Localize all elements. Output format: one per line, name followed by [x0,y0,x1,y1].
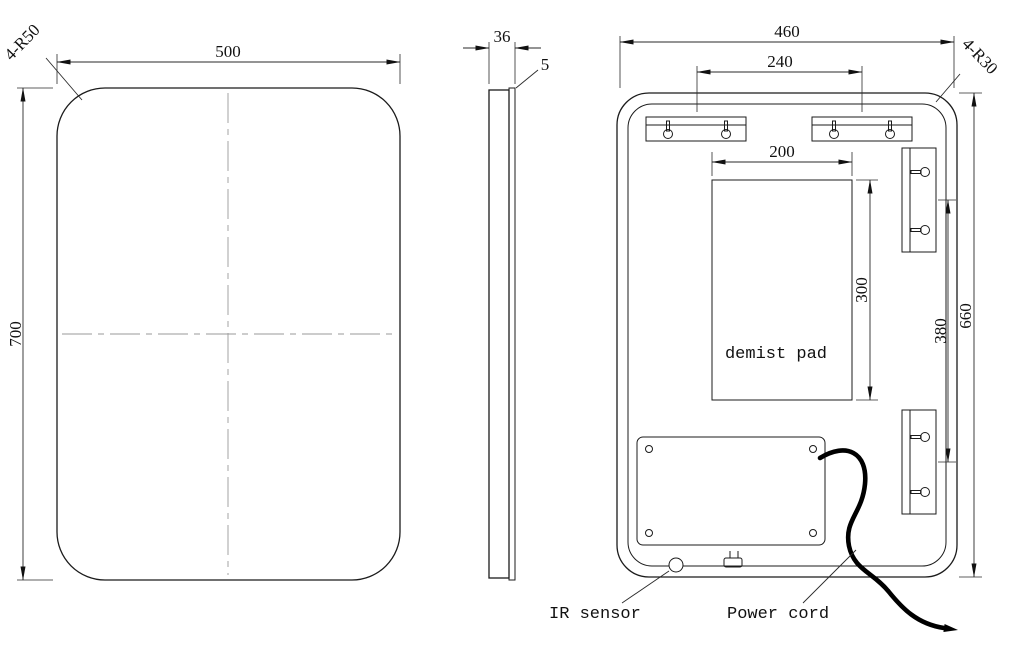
back-corner-radius-callout: 4-R30 [935,34,1002,103]
ir-sensor-label: IR sensor [549,605,641,624]
keyhole-slot [910,170,922,174]
back-width-value: 460 [774,22,800,41]
power-cord-label: Power cord [727,605,829,624]
back-width-dimension: 460 [619,22,955,88]
keyhole-slot [666,120,670,132]
keyhole-slot [910,490,922,494]
keyhole [829,129,839,139]
keyhole-slot [910,435,922,439]
keyhole-slot [910,228,922,232]
junction-box [636,436,826,546]
side-glass-panel [508,87,516,581]
screw [809,529,817,537]
front-height-dimension: 700 [6,87,53,581]
front-view: 500 700 4-R50 [0,20,401,581]
glass-thickness-callout: 5 [515,55,550,89]
mirror-front-outline [56,87,401,581]
demist-height-dimension: 300 [852,179,878,401]
side-bracket-spacing-dimension: 380 [931,199,956,463]
top-left-bracket [645,116,747,142]
keyhole-slot [832,120,836,132]
screw [645,529,653,537]
keyhole [920,487,930,497]
keyhole [663,129,673,139]
bracket-spacing-dimension: 240 [696,52,863,112]
glass-thickness-value: 5 [541,55,550,74]
side-depth-value: 36 [494,27,511,46]
frame-height-value: 660 [956,303,975,329]
front-corner-radius-value: 4-R50 [0,20,43,64]
keyhole-slot [724,120,728,132]
screw [645,445,653,453]
bracket-spacing-value: 240 [767,52,793,71]
back-frame-inner [627,103,947,567]
front-width-value: 500 [215,42,241,61]
keyhole [920,167,930,177]
keyhole [920,225,930,235]
side-bracket-top [901,147,937,253]
back-frame-outer [616,92,958,578]
demist-width-dimension: 200 [711,142,853,176]
back-view: 460 240 4-R30 [549,22,1002,632]
keyhole [920,432,930,442]
demist-height-value: 300 [852,277,871,303]
power-cord-callout: Power cord [727,549,857,624]
ir-sensor [668,557,684,573]
keyhole-slot [888,120,892,132]
demist-width-value: 200 [769,142,795,161]
keyhole [721,129,731,139]
demist-pad-label: demist pad [725,345,827,364]
top-right-bracket [811,116,913,142]
side-frame-body [488,89,510,579]
front-width-dimension: 500 [56,42,401,84]
side-depth-dimension: 36 [463,27,541,84]
demist-pad: demist pad [711,179,853,401]
front-height-value: 700 [6,321,25,347]
side-view: 36 5 [463,27,550,581]
frame-height-dimension: 660 [956,92,982,578]
cord-end-arrow [943,624,958,632]
ir-sensor-callout: IR sensor [549,570,670,624]
cord-connector [723,551,743,568]
power-cord [817,448,958,632]
screw [809,445,817,453]
side-bracket-spacing-value: 380 [931,318,950,344]
side-bracket-bottom [901,409,937,515]
back-corner-radius-value: 4-R30 [958,34,1001,78]
keyhole [885,129,895,139]
